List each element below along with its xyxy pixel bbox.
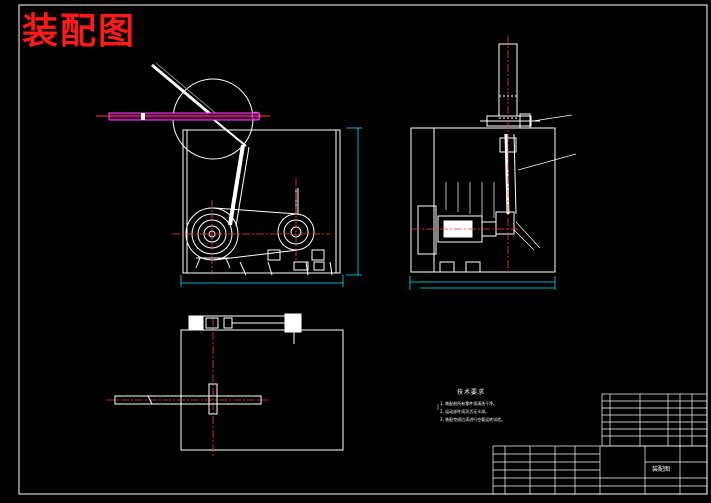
- slide-rod: [96, 111, 270, 121]
- top-rod: [114, 395, 262, 405]
- front-frame: [182, 129, 341, 274]
- tech-requirement-item: 3. 装配完成后须进行空载运转试验。: [440, 417, 506, 422]
- front-view: [151, 62, 341, 276]
- tech-requirement-item: 2. 运动部件须灵活无卡滞。: [440, 409, 490, 414]
- side-leaders: [445, 114, 577, 251]
- front-centerlines: [172, 178, 330, 275]
- side-frame: [410, 127, 556, 273]
- sheet-border: [18, 4, 708, 495]
- top-view: [107, 313, 344, 458]
- tech-requirements-list: 1. 装配前所有零件须清洗干净。 2. 运动部件须灵活无卡滞。 3. 装配完成后…: [440, 400, 505, 424]
- title-block-name: 装配图: [652, 466, 671, 473]
- front-dimensions: [180, 127, 362, 287]
- top-base-plate: [180, 329, 344, 451]
- drawing-title: 装配图: [22, 11, 137, 52]
- tech-requirements-heading: 技术要求: [457, 389, 486, 396]
- side-dimensions: [409, 276, 556, 290]
- title-block: [492, 445, 708, 495]
- tech-requirement-item: 1. 装配前所有零件须清洗干净。: [440, 401, 498, 406]
- parts-list-table: [601, 393, 708, 447]
- side-centerlines: [412, 36, 520, 272]
- side-view: [410, 43, 556, 273]
